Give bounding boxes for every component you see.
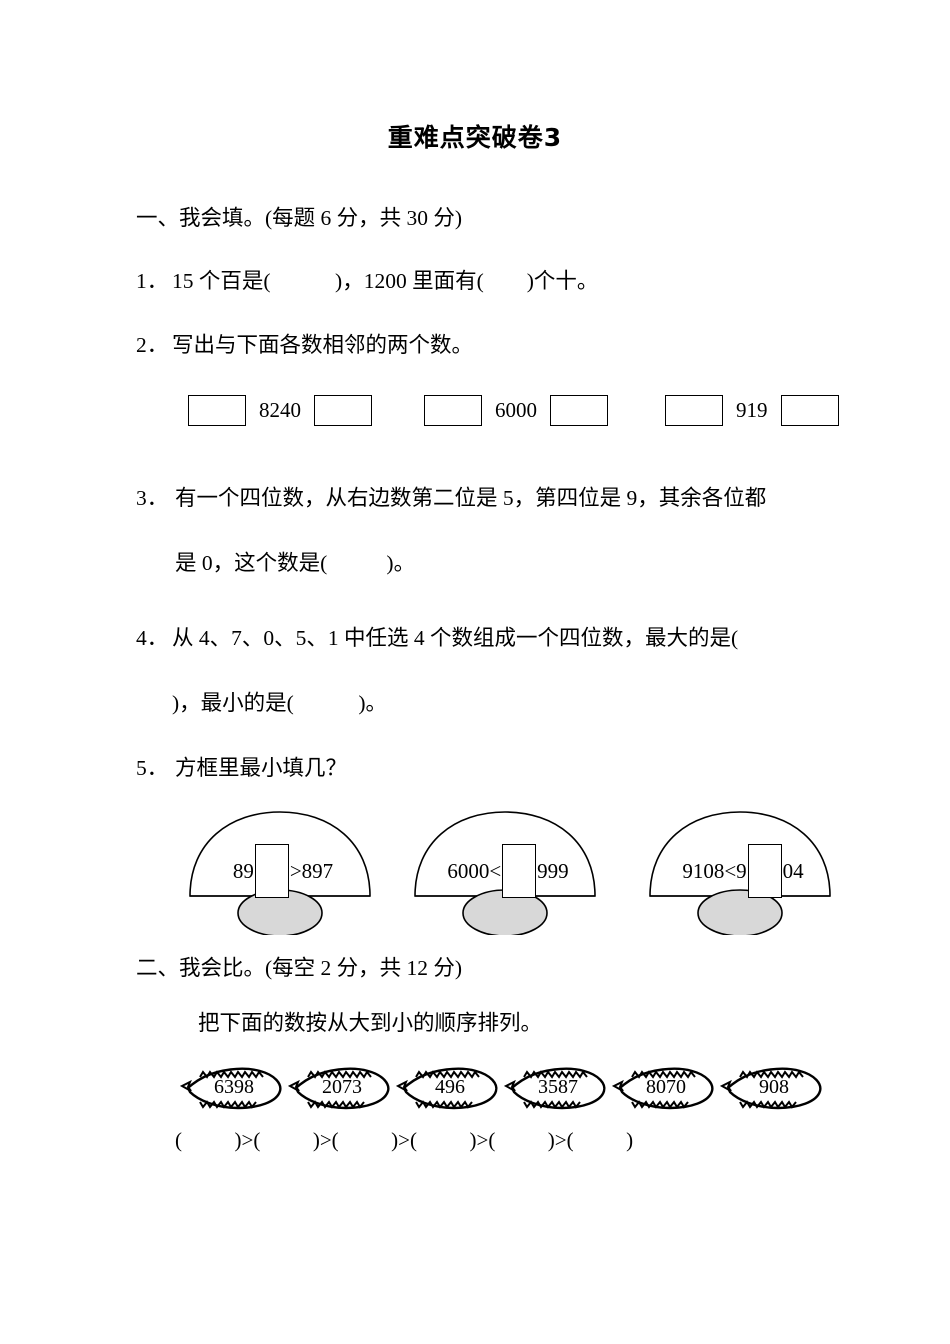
leaf-number-3: 496 <box>435 1075 465 1098</box>
question-2-number: 2． <box>136 333 169 357</box>
mushroom-operator-2: < <box>489 859 502 883</box>
question-5-number: 5． <box>136 756 169 780</box>
mushroom-expression-3: 9108<9 04 <box>640 844 846 898</box>
mushroom-1: 89 >897 <box>180 800 386 935</box>
mushroom-left-text-1: 89 <box>232 859 254 883</box>
mushroom-blank-3[interactable] <box>747 844 782 898</box>
leaf-number-4: 3587 <box>538 1075 578 1098</box>
leaf-shape-icon <box>288 1067 390 1110</box>
leaf-2: 2073 <box>288 1058 396 1116</box>
leaf-1: 6398 <box>180 1058 288 1116</box>
page-title: 重难点突破卷3 <box>387 123 563 152</box>
leaf-number-1: 6398 <box>214 1075 254 1098</box>
mushroom-right-text-2: 999 <box>537 859 569 883</box>
leaf-shape-icon <box>396 1067 498 1110</box>
neighbor-group-3: 919 <box>665 392 839 428</box>
section-heading-1: 一、我会填。(每题 6 分，共 30 分) <box>136 206 463 230</box>
mushroom-left-text-3: 9108 <box>682 859 725 883</box>
neighbor-group-1: 8240 <box>188 392 372 428</box>
leaf-number-6: 908 <box>759 1075 789 1098</box>
neighbor-blank-right-1[interactable] <box>314 394 372 426</box>
question-4-number: 4． <box>136 626 169 650</box>
neighbor-blank-left-1[interactable] <box>188 394 246 426</box>
mushroom-expression-1: 89 >897 <box>180 844 386 898</box>
question-3-number: 3． <box>136 486 169 510</box>
mushroom-expression-2: 6000<999 <box>405 844 611 898</box>
leaf-5: 8070 <box>612 1058 720 1116</box>
neighbor-number-row: 8240 6000 919 <box>188 392 888 432</box>
sort-instruction: 把下面的数按从大到小的顺序排列。 <box>198 1011 543 1035</box>
mushroom-right-text-1: 897 <box>301 859 334 883</box>
mushroom-left-text-2: 6000 <box>447 859 490 883</box>
question-5-text: 方框里最小填几？ <box>175 756 348 780</box>
leaf-number-row: 6398 2073 496 <box>0 1058 950 1122</box>
neighbor-value-3: 919 <box>736 397 768 422</box>
leaf-3: 496 <box>396 1058 504 1116</box>
leaf-number-5: 8070 <box>646 1075 686 1098</box>
question-3-line-2: 是 0，这个数是( )。 <box>175 551 416 575</box>
question-4-line-2: )，最小的是( )。 <box>172 691 387 715</box>
mushroom-blank-2[interactable] <box>502 844 537 898</box>
neighbor-blank-right-3[interactable] <box>780 394 839 426</box>
mushroom-shape-icon <box>649 811 831 935</box>
mushroom-operator-1: > <box>289 859 302 883</box>
neighbor-group-2: 6000 <box>424 392 608 428</box>
leaf-number-2: 2073 <box>322 1075 362 1098</box>
leaf-6: 908 <box>720 1058 828 1116</box>
mushroom-2: 6000<999 <box>405 800 611 935</box>
mushroom-blank-1[interactable] <box>254 844 289 898</box>
question-2-text: 写出与下面各数相邻的两个数。 <box>172 333 474 357</box>
mushroom-3: 9108<9 04 <box>640 800 846 935</box>
question-1-text: 15 个百是( )，1200 里面有( )个十。 <box>172 269 599 293</box>
question-4-line-1: 从 4、7、0、5、1 中任选 4 个数组成一个四位数，最大的是( <box>172 626 739 650</box>
leaf-shape-icon <box>504 1067 606 1110</box>
mushroom-right-text-3: 9 <box>736 859 747 883</box>
leaf-shape-icon <box>180 1067 282 1110</box>
leaf-shape-icon <box>720 1067 822 1110</box>
mushroom-tail-text-3: 04 <box>782 859 804 883</box>
neighbor-value-2: 6000 <box>495 397 537 422</box>
neighbor-blank-right-2[interactable] <box>550 394 608 426</box>
section-heading-2: 二、我会比。(每空 2 分，共 12 分) <box>136 956 463 980</box>
neighbor-blank-left-3[interactable] <box>665 394 723 426</box>
neighbor-value-1: 8240 <box>259 397 301 422</box>
question-1-number: 1． <box>136 269 169 293</box>
sort-answer-row[interactable]: ( )>( )>( )>( )>( )>( ) <box>175 1128 634 1152</box>
leaf-4: 3587 <box>504 1058 612 1116</box>
neighbor-blank-left-2[interactable] <box>424 394 482 426</box>
mushroom-operator-3: < <box>724 859 737 883</box>
question-3-line-1: 有一个四位数，从右边数第二位是 5，第四位是 9，其余各位都 <box>175 486 767 510</box>
leaf-shape-icon <box>612 1067 714 1110</box>
